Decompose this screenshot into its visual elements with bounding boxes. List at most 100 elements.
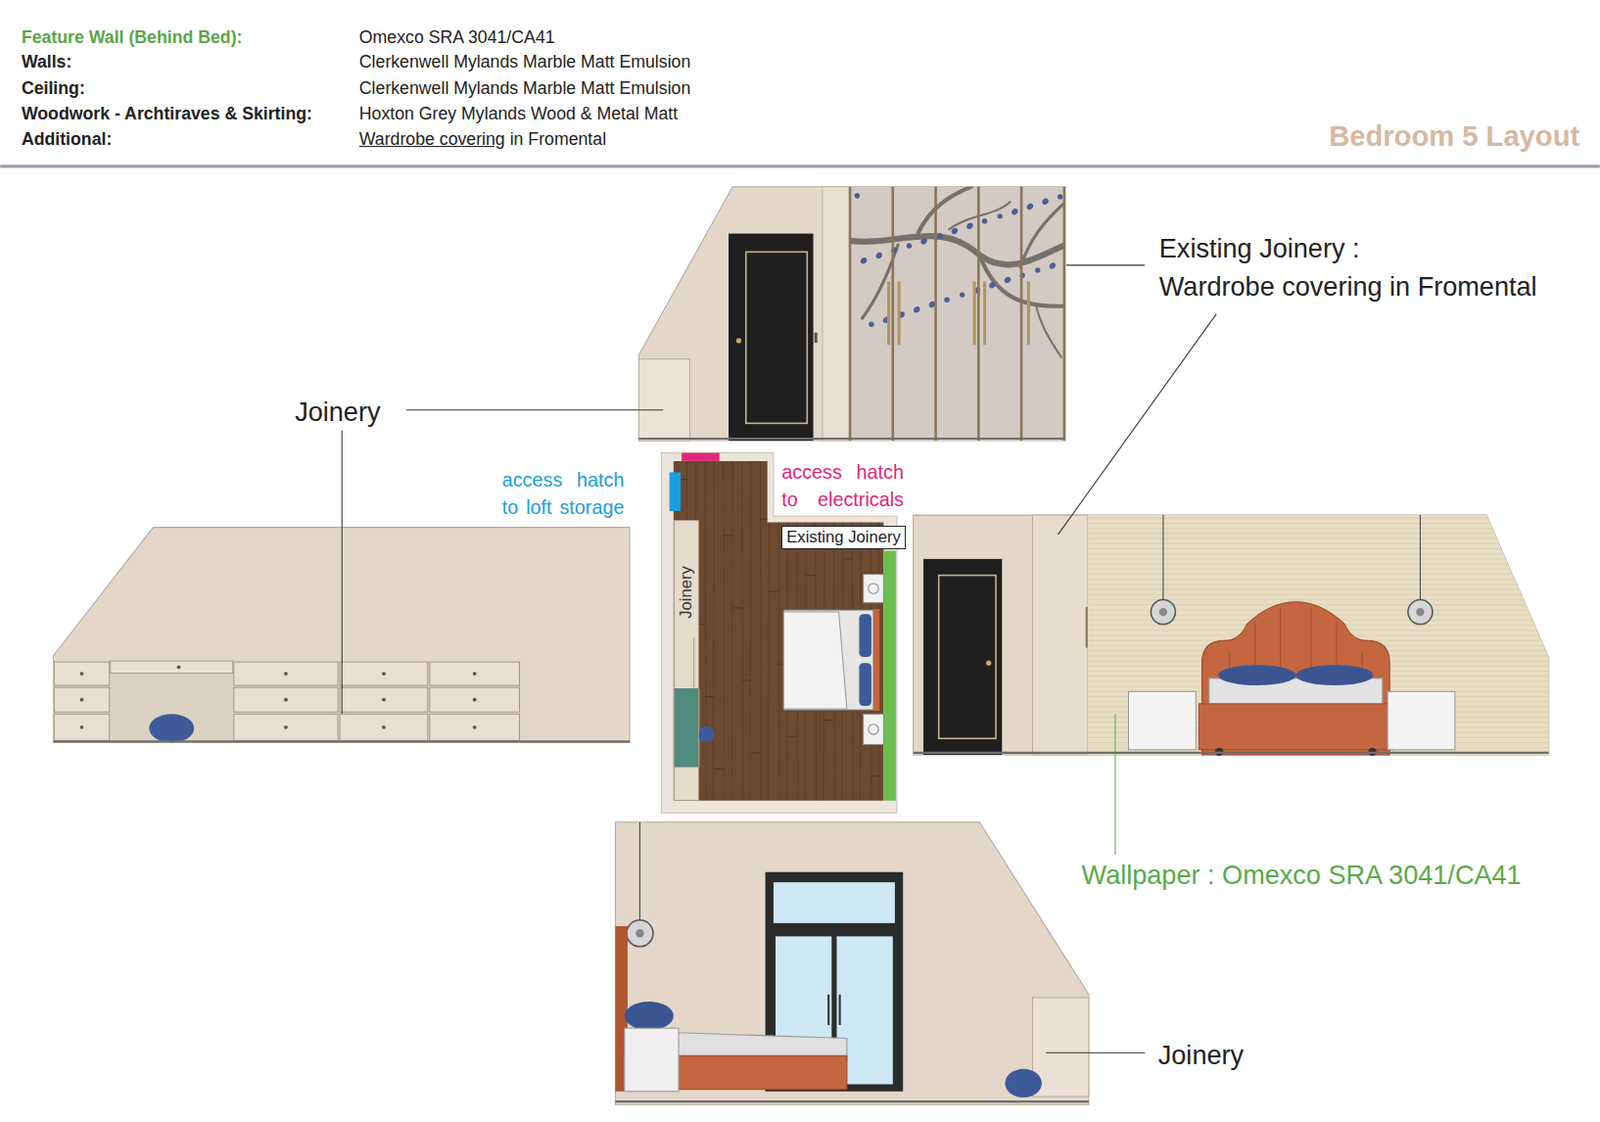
wallpaper-texture [1087,578,1550,580]
window-wall-elevation [624,1028,679,1092]
blossom-dots [996,213,1002,219]
floor-plan [698,726,715,744]
wardrobe-panel-line [1063,187,1067,441]
wardrobe-handle [1027,282,1031,346]
window-wall-elevation [639,822,641,921]
drawer-unit [53,713,109,741]
drawer-unit [80,671,85,676]
header-rule [0,164,1600,168]
spec-key: Ceiling: [21,78,86,99]
floor-plan [783,610,874,710]
floor-plan [673,688,701,767]
wardrobe-wall-elevation [736,337,742,343]
bed-wall-elevation [1218,664,1296,686]
drawer-unit [53,661,519,741]
wardrobe-panel-line [1020,187,1024,441]
bed-wall-elevation [1387,691,1456,750]
wardrobe-panel-line [849,187,1065,441]
blossom-dots [1035,267,1040,273]
window-wall-elevation [635,929,644,938]
floorboard-grain [769,591,779,593]
blossom-dots [988,282,994,288]
spec-value: in Fromental [510,129,607,150]
wallpaper-texture [1087,583,1550,585]
wallpaper-texture [1087,553,1550,555]
wardrobe-panel-line [892,187,895,441]
drawer-unit [80,698,85,703]
headboard-channel [1310,608,1312,674]
floorboard-grain [805,574,815,576]
bed-wall-elevation [1087,515,1550,755]
floor-plan [863,574,885,604]
drawer-unit [381,725,386,730]
wallpaper-texture [1087,594,1550,596]
bed-wall-elevation [1367,748,1376,756]
wallpaper-texture [1087,538,1550,540]
drawer-unit [472,698,477,703]
wallpaper-texture [1087,517,1550,519]
floorboard-grain [833,485,843,487]
spec-key: Feature Wall (Behind Bed): [21,27,243,48]
wallpaper-texture [1087,589,1550,591]
blossom-dots [920,238,926,244]
floorboard-grain [768,453,770,806]
bed-wall-elevation [1215,748,1224,756]
drawer-unit [283,671,288,676]
spec-value: Wardrobe covering [359,129,506,150]
window-wall-elevation [1004,1069,1042,1098]
bed-wall-elevation [1408,600,1433,625]
spec-value: Omexco SRA 3041/CA41 [359,27,556,48]
bed-wall-elevation [913,515,1550,755]
bed-wall-elevation [1198,704,1393,751]
drawer-unit [429,713,520,741]
floorboard-grain [712,453,714,806]
floor-plan [693,637,695,689]
drawer-unit [234,687,338,712]
leader-line [1058,314,1217,535]
wallpaper-texture [1087,558,1550,560]
wallpaper-texture [1087,522,1550,524]
floor-plan [868,583,879,594]
blossom-dots [876,253,882,259]
floorboard-grain [723,534,733,536]
window-wall-elevation [773,882,895,924]
drawer-unit [53,661,109,686]
wardrobe-wall-elevation [814,332,818,343]
blossom-dots [943,297,949,303]
drawer-unit [53,687,109,712]
leader-line [1114,713,1116,855]
header-rule [0,165,1600,167]
wardrobe-handle [887,282,891,346]
floor-plan [858,662,872,706]
blossom-dots [1041,199,1047,205]
blossom-dots [860,258,866,264]
bed-wall-elevation [913,752,1550,754]
spec-value: Hoxton Grey Mylands Wood & Metal Matt [359,103,678,125]
blossom-pattern [849,187,1066,358]
floor-plan [873,609,880,711]
wardrobe-handle [889,282,1030,346]
existing-joinery-callout: Existing Joinery : [1159,233,1361,266]
joinery-wall-elevation [177,664,182,669]
floorboard-grain [759,453,761,806]
floor-plan [673,519,700,689]
wardrobe-wall-elevation [638,359,690,441]
wardrobe-handle [983,282,987,346]
drawer-unit [472,725,477,730]
blossom-dots [1011,209,1017,215]
hatch-note: access hatch to loft storage [502,466,625,521]
wardrobe-wall-elevation [638,437,1065,440]
floor-plan [681,453,720,462]
floorboard-grain [751,752,760,753]
wardrobe-panel-line [934,187,938,441]
joinery-wall-elevation [52,740,630,743]
bed-wall-elevation [1159,608,1168,616]
bed-wall-elevation [1295,664,1373,686]
leader-line [406,409,664,411]
window-wall-elevation [614,822,1088,1106]
floor-plan [883,551,896,801]
blossom-pattern [1035,303,1062,357]
drawer-unit [234,713,338,741]
drawer-unit [429,661,520,686]
wardrobe-wall-elevation [638,187,1065,441]
